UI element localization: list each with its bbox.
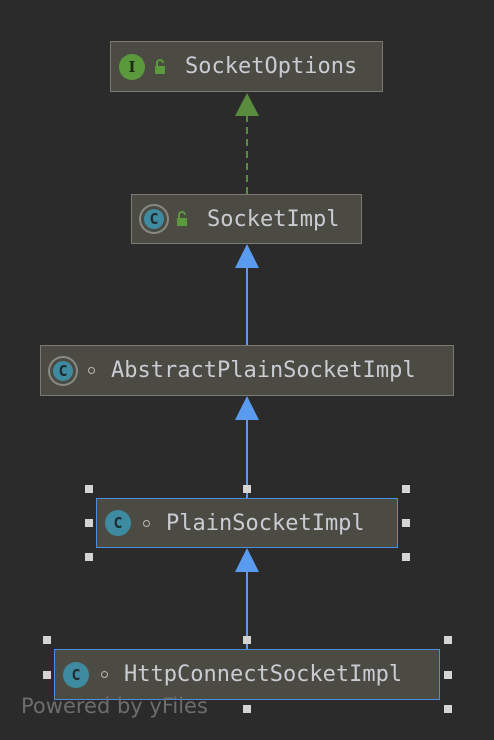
node-http-connect-socket-impl[interactable]: C HttpConnectSocketImpl [54,649,440,700]
edge-extends-abstractplain-socketimpl [235,244,259,345]
node-label: HttpConnectSocketImpl [124,662,403,687]
resize-handle[interactable] [444,705,452,713]
public-lock-icon [177,211,187,226]
edge-extends-httpconnect-plain [235,548,259,649]
package-private-icon [101,671,108,678]
yfiles-watermark: Powered by yFiles [21,694,208,718]
extends-arrowhead [235,548,259,572]
edge-implements-socketimpl-socketoptions [235,93,259,194]
implements-arrowhead [235,93,259,116]
resize-handle[interactable] [243,705,251,713]
resize-handle[interactable] [402,553,410,561]
resize-handle[interactable] [243,636,251,644]
public-lock-icon [155,58,165,74]
node-socket-options[interactable]: I SocketOptions [110,41,383,92]
resize-handle[interactable] [85,485,93,493]
class-icon: C [63,661,89,688]
class-icon: C [105,510,131,536]
node-plain-socket-impl[interactable]: C PlainSocketImpl [96,498,398,548]
node-label: PlainSocketImpl [166,510,365,536]
node-label: SocketImpl [207,206,340,232]
extends-arrowhead [235,396,259,420]
resize-handle[interactable] [444,671,452,679]
abstract-class-icon: C [50,357,76,384]
node-socket-impl[interactable]: C SocketImpl [131,194,362,244]
resize-handle[interactable] [243,485,251,493]
node-abstract-plain-socket-impl[interactable]: C AbstractPlainSocketImpl [40,345,454,396]
abstract-class-icon: C [141,206,167,232]
resize-handle[interactable] [43,671,51,679]
resize-handle[interactable] [402,485,410,493]
interface-icon: I [119,53,145,80]
resize-handle[interactable] [402,519,410,527]
resize-handle[interactable] [444,636,452,644]
resize-handle[interactable] [43,636,51,644]
package-private-icon [143,519,150,527]
edge-extends-plain-abstractplain [235,396,259,498]
package-private-icon [88,367,95,374]
resize-handle[interactable] [85,553,93,561]
node-label: AbstractPlainSocketImpl [111,358,416,383]
resize-handle[interactable] [85,519,93,527]
extends-arrowhead [235,244,259,268]
node-label: SocketOptions [185,54,358,79]
